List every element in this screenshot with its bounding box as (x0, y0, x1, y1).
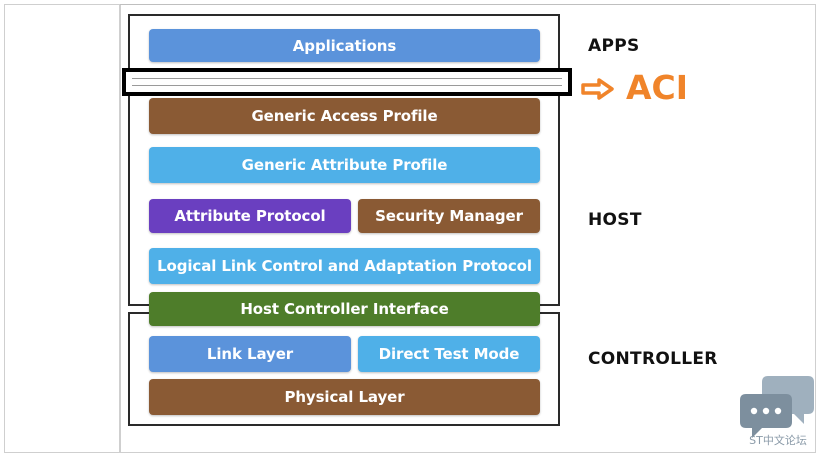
top-divider (120, 4, 730, 5)
layer-generic-access-profile: Generic Access Profile (149, 98, 540, 134)
left-panel-frame (4, 4, 120, 453)
label-apps: APPS (588, 36, 640, 56)
layer-physical-layer: Physical Layer (149, 379, 540, 415)
layer-link-layer: Link Layer (149, 336, 351, 372)
layer-applications: Applications (149, 29, 540, 62)
layer-security-manager: Security Manager (358, 199, 540, 233)
label-controller: CONTROLLER (588, 349, 718, 369)
layer-host-controller-interface: Host Controller Interface (149, 292, 540, 326)
label-aci: ACI (626, 68, 689, 107)
chat-bubbles-icon (740, 376, 814, 438)
layer-attribute-protocol: Attribute Protocol (149, 199, 351, 233)
arrow-right-icon (581, 78, 614, 100)
layer-generic-attribute-profile: Generic Attribute Profile (149, 147, 540, 183)
label-host: HOST (588, 210, 642, 230)
aci-interface-bar (132, 78, 562, 86)
layer-direct-test-mode: Direct Test Mode (358, 336, 540, 372)
watermark-text: ST中文论坛 (749, 434, 807, 447)
aci-interface-highlight (122, 68, 572, 96)
layer-l2cap: Logical Link Control and Adaptation Prot… (149, 248, 540, 284)
